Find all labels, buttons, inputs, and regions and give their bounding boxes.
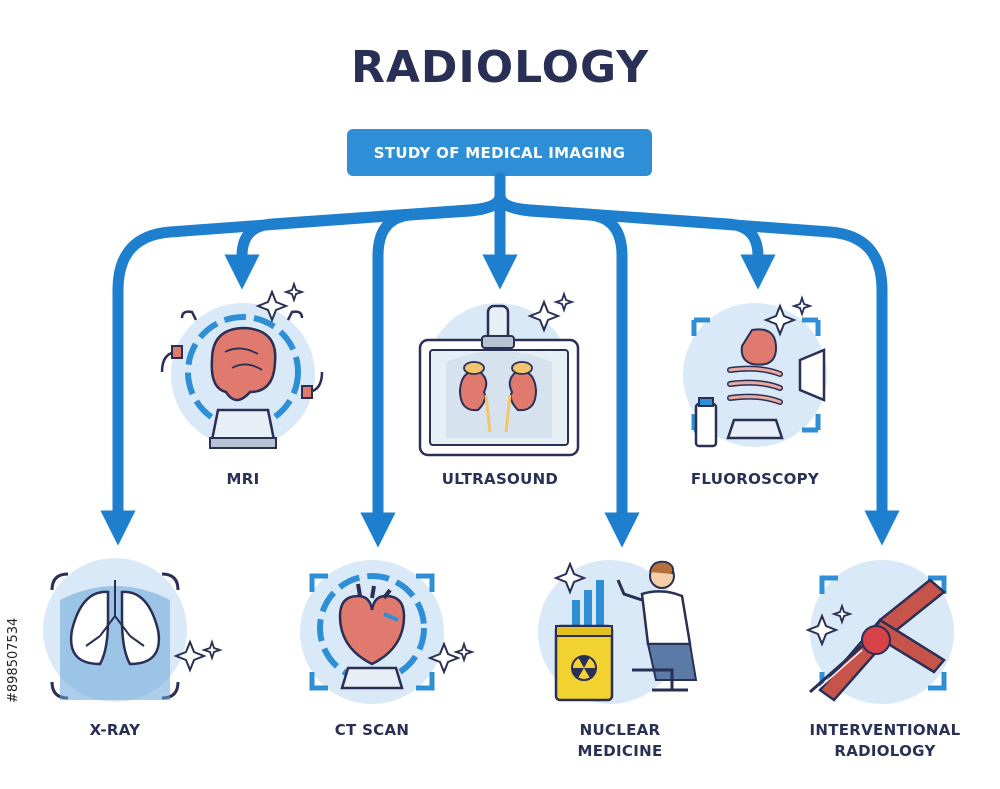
stock-id-watermark: #898507534 <box>6 617 21 703</box>
kidney-ultrasound-icon <box>418 291 580 457</box>
label-xray: X-RAY <box>89 721 141 739</box>
catheter-vessel-icon <box>805 560 954 704</box>
label-ct-scan: CT SCAN <box>334 721 410 739</box>
heart-scanner-icon <box>300 560 475 704</box>
arrow-to-interventional <box>494 190 900 546</box>
subtitle-text: STUDY OF MEDICAL IMAGING <box>373 143 626 162</box>
label-interventional-line2: RADIOLOGY <box>834 742 936 760</box>
diagram-title: RADIOLOGY <box>350 42 650 93</box>
lungs-icon <box>43 558 223 702</box>
label-nuclear-medicine: NUCLEAR MEDICINE <box>560 720 680 762</box>
subtitle-box: STUDY OF MEDICAL IMAGING <box>347 129 652 176</box>
label-mri: MRI <box>226 470 260 488</box>
label-interventional-line1: INTERVENTIONAL <box>809 721 961 739</box>
label-nuclear-line1: NUCLEAR <box>579 721 661 739</box>
label-ultrasound: ULTRASOUND <box>441 470 559 488</box>
radioactive-container-icon <box>538 560 698 704</box>
label-fluoroscopy: FLUOROSCOPY <box>690 470 820 488</box>
label-nuclear-line2: MEDICINE <box>577 742 663 760</box>
label-interventional-radiology: INTERVENTIONAL RADIOLOGY <box>790 720 980 762</box>
digestive-system-icon <box>683 295 827 448</box>
brain-scanner-icon <box>160 281 324 449</box>
connector-arrows <box>100 172 900 548</box>
